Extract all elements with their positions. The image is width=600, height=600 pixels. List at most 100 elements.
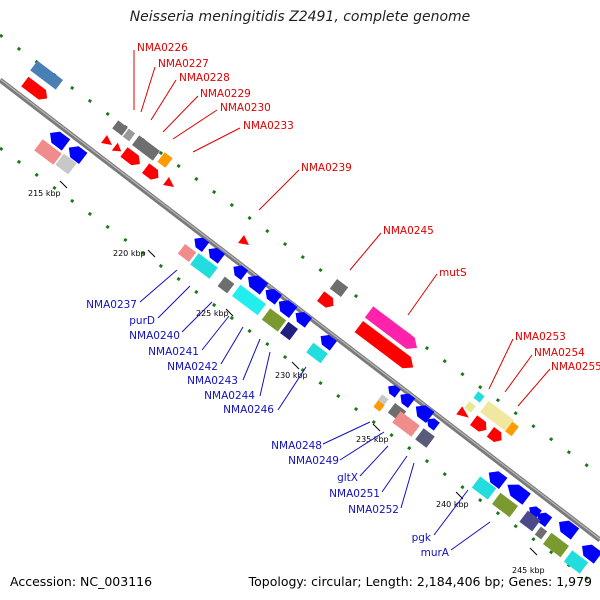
gene-arrow [486, 426, 502, 442]
gene-arrow [111, 142, 122, 152]
gene-label: NMA0227 [158, 58, 209, 70]
gene-arrow [237, 234, 249, 246]
reverse-gene-blocks [34, 131, 600, 574]
gene-arrow [21, 76, 48, 100]
gene-label: NMA0229 [200, 88, 251, 100]
topology-summary: Topology: circular; Length: 2,184,406 bp… [248, 574, 592, 589]
gene-label: NMA0244 [204, 390, 255, 402]
gene-arrow [582, 544, 600, 564]
gene-arrow [317, 291, 334, 308]
gene-label: NMA0240 [129, 330, 180, 342]
gene-label: NMA0239 [301, 162, 352, 174]
gene-block [464, 401, 476, 413]
gene-label: NMA0241 [148, 346, 199, 358]
gene-arrow [295, 312, 312, 328]
gene-block [373, 400, 385, 412]
gene-arrow [364, 306, 417, 349]
gene-arrow [415, 405, 435, 424]
tick-track-inner [0, 146, 600, 590]
scale-label: 215 kbp [28, 189, 61, 198]
gene-label: NMA0253 [515, 331, 566, 343]
gene-arrow [248, 275, 269, 295]
gene-label: purD [129, 315, 155, 327]
reverse-gene-labels: NMA0237 purD NMA0240 NMA0241 NMA0242 NMA… [86, 299, 450, 559]
reverse-leader-lines [139, 269, 491, 551]
gene-block [415, 428, 435, 448]
gene-block [112, 120, 128, 136]
gene-block [519, 510, 541, 532]
gene-label: NMA0249 [288, 455, 339, 467]
gene-arrow [265, 289, 282, 305]
genome-backbone-highlight [0, 78, 600, 540]
gene-arrow [388, 385, 401, 398]
gene-label: NMA0248 [271, 440, 322, 452]
gene-arrow [142, 163, 159, 180]
scale-label: 245 kbp [512, 566, 545, 575]
gene-block [190, 253, 218, 279]
accession-text: Accession: NC_003116 [10, 574, 153, 589]
gene-arrow [68, 146, 88, 165]
gene-block [505, 421, 519, 437]
map-title: Neisseria meningitidis Z2491, complete g… [129, 9, 471, 25]
gene-label: murA [421, 547, 450, 559]
gene-arrow [427, 418, 440, 431]
gene-arrow [470, 415, 487, 432]
gene-block [122, 128, 136, 142]
gene-label: NMA0242 [167, 361, 218, 373]
gene-label: NMA0237 [86, 299, 137, 311]
gene-arrow [194, 237, 210, 253]
gene-arrow [354, 320, 414, 369]
gene-block [563, 550, 589, 574]
gene-block [543, 532, 569, 558]
forward-gene-labels: NMA0226 NMA0227 NMA0228 NMA0229 NMA0230 … [137, 42, 600, 373]
gene-arrow [559, 520, 580, 540]
scale-labels: 215 kbp 220 kbp 225 kbp 230 kbp 235 kbp … [28, 189, 545, 575]
forward-leader-lines [133, 50, 551, 407]
gene-label: NMA0246 [223, 404, 274, 416]
scale-label: 225 kbp [196, 309, 229, 318]
gene-block [34, 139, 62, 165]
gene-block [534, 526, 548, 540]
gene-arrow [208, 248, 225, 264]
gene-label: NMA0230 [220, 102, 271, 114]
gene-label: NMA0255 [551, 361, 600, 373]
scale-label: 240 kbp [436, 500, 469, 509]
gene-block [279, 321, 299, 341]
gene-arrow [120, 147, 140, 166]
backbone-ticks [59, 180, 538, 556]
gene-arrow [278, 300, 298, 319]
gene-label: gltX [337, 472, 358, 484]
gene-block [157, 152, 173, 168]
forward-gene-blocks [21, 60, 519, 442]
gene-block [480, 400, 514, 432]
gene-block [217, 276, 235, 294]
gene-label: pgk [412, 532, 432, 544]
gene-label: NMA0251 [329, 488, 380, 500]
gene-block [30, 60, 63, 90]
gene-label: NMA0252 [348, 504, 399, 516]
scale-label: 220 kbp [113, 249, 146, 258]
gene-label: NMA0233 [243, 120, 294, 132]
gene-label: NMA0243 [187, 375, 238, 387]
gene-arrow [320, 335, 337, 351]
gene-arrow [537, 512, 553, 528]
gene-block [177, 243, 197, 263]
gene-label: mutS [439, 267, 467, 279]
gene-arrow [488, 471, 508, 490]
gene-block [492, 492, 518, 518]
gene-block [261, 308, 287, 332]
scale-label: 230 kbp [275, 371, 308, 380]
gene-block [473, 391, 485, 403]
gene-block [132, 135, 160, 161]
gene-arrow [456, 406, 469, 418]
gene-label: NMA0254 [534, 347, 585, 359]
gene-block [392, 411, 420, 437]
gene-label: NMA0228 [179, 72, 230, 84]
gene-arrow [50, 131, 71, 151]
genome-backbone [0, 78, 600, 542]
gene-label: NMA0226 [137, 42, 188, 54]
gene-block [306, 342, 328, 364]
gene-arrow [400, 393, 416, 409]
gene-arrow [507, 484, 531, 505]
